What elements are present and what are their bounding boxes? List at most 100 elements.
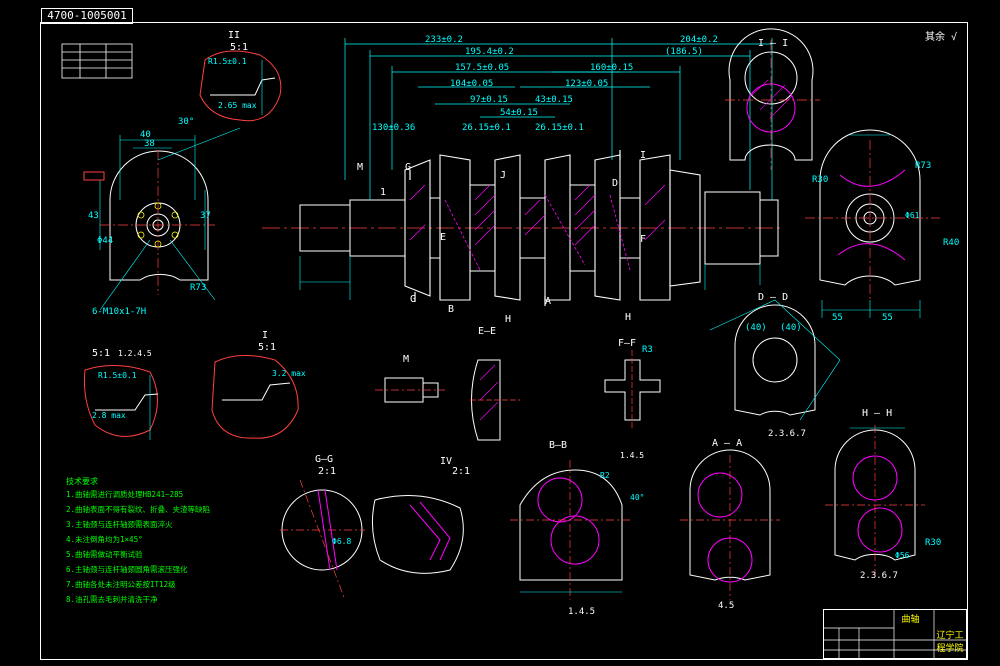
aa-top-note: 1.4.5 <box>620 451 644 460</box>
hh-note: 2.3.6.7 <box>860 571 898 581</box>
dim-37-left: 37 <box>200 211 211 221</box>
dim-40b: (40) <box>745 323 767 333</box>
dim-160: 160±0.15 <box>590 63 633 73</box>
detail-i-scale: 5:1 <box>258 342 276 353</box>
title-block-grid <box>824 610 968 660</box>
dim-55a: 55 <box>832 313 843 323</box>
dim-r3: R3 <box>642 345 653 355</box>
main-crankshaft-view: G G B A H H D M I 1 J E F <box>262 38 780 325</box>
detail-iv-label: IV <box>440 456 452 467</box>
detail-i-label: I <box>262 330 268 341</box>
dim-43: 43±0.15 <box>535 95 573 105</box>
section-1-1 <box>725 28 820 170</box>
svg-text:H: H <box>625 312 631 323</box>
tech-line-6: 6.主轴颈与连杆轴颈圆角需滚压强化 <box>66 564 188 574</box>
section-b-b <box>510 460 630 600</box>
dim-40-left: 40 <box>140 130 151 140</box>
svg-text:F: F <box>640 234 646 245</box>
tech-title: 技术要求 <box>66 476 98 486</box>
right-end-view <box>805 129 940 318</box>
detail-left-scale: 5:1 <box>92 348 110 359</box>
dim-186: (186.5) <box>665 47 703 57</box>
svg-text:D: D <box>612 178 618 189</box>
dim-55b: 55 <box>882 313 893 323</box>
detail-ii <box>199 50 282 122</box>
svg-text:J: J <box>500 170 506 181</box>
svg-text:I: I <box>640 150 646 161</box>
section-g-g <box>280 479 365 601</box>
svg-text:E: E <box>440 232 446 243</box>
detail-left-note: 1.2.4.5 <box>118 349 152 358</box>
detail-ii-label: II <box>228 30 240 41</box>
svg-text:G: G <box>405 162 411 173</box>
dim-r73-left: R73 <box>190 283 206 293</box>
dim-r73-right: R73 <box>915 161 931 171</box>
thread-spec: 6-M10x1-7H <box>92 307 146 317</box>
dim-r15-left: R1.5±0.1 <box>98 371 137 380</box>
roughness-note: 其余 √ <box>925 32 958 43</box>
dim-r30-right: R30 <box>812 175 828 185</box>
sec-a-a-label: A — A <box>712 438 742 449</box>
dim-43-left: 43 <box>88 211 99 221</box>
sec-b-b-label: B—B <box>549 440 567 451</box>
dim-r15-ii: R1.5±0.1 <box>208 57 247 66</box>
sec-d-d-label: D — D <box>758 292 788 303</box>
dim-32max: 3.2 max <box>272 369 306 378</box>
dim-157: 157.5±0.05 <box>455 63 509 73</box>
tech-line-1: 1.曲轴需进行调质处理HB241~285 <box>66 489 183 499</box>
view-m-label: M <box>403 354 409 365</box>
gg-scale: 2:1 <box>318 466 336 477</box>
tech-line-7: 7.曲轴各处未注明公差按IT12级 <box>66 579 176 589</box>
detail-left <box>84 364 159 440</box>
detail-i <box>211 355 299 439</box>
tech-notes: 技术要求 1.曲轴需进行调质处理HB241~285 2.曲轴表面不得有裂纹、折叠… <box>66 476 210 604</box>
svg-text:1: 1 <box>380 187 386 198</box>
left-end-view <box>83 127 241 311</box>
dim-40deg: 40° <box>630 493 644 502</box>
svg-text:B: B <box>448 304 454 315</box>
tech-line-8: 8.油孔需去毛刺并清洗干净 <box>66 594 158 604</box>
aa-note: 4.5 <box>718 601 734 611</box>
dim-130: 130±0.36 <box>372 123 415 133</box>
dim-233: 233±0.2 <box>425 35 463 45</box>
section-h-h <box>825 425 925 580</box>
bb-note: 1.4.5 <box>568 607 595 617</box>
tech-line-3: 3.主轴颈与连杆轴颈需表面淬火 <box>66 519 173 529</box>
dim-r30-hh: R30 <box>925 538 941 548</box>
tech-line-2: 2.曲轴表面不得有裂纹、折叠、夹渣等缺陷 <box>66 504 210 514</box>
sec-1-1-label: I — I <box>758 38 788 49</box>
dim-38-left: 38 <box>144 139 155 149</box>
revision-table <box>61 43 133 79</box>
dim-68: Φ6.8 <box>332 537 351 546</box>
dim-r40-right: R40 <box>943 238 959 248</box>
dim-97: 97±0.15 <box>470 95 508 105</box>
tech-line-5: 5.曲轴需做动平衡试验 <box>66 549 143 559</box>
dim-40c: (40) <box>780 323 802 333</box>
dim-195: 195.4±0.2 <box>465 47 514 57</box>
dim-28max: 2.8 max <box>92 411 126 420</box>
dim-123: 123±0.05 <box>565 79 608 89</box>
sec-g-g-label: G—G <box>315 454 333 465</box>
section-e-e <box>470 359 520 441</box>
section-d-d <box>709 299 841 421</box>
dim-44-left: Φ44 <box>97 236 113 246</box>
section-f-f <box>604 350 661 430</box>
dim-61: Φ61 <box>905 211 920 220</box>
dim-26b: 26.15±0.1 <box>535 123 584 133</box>
svg-text:M: M <box>357 162 363 173</box>
svg-text:G: G <box>410 294 416 305</box>
dd-note: 2.3.6.7 <box>768 429 806 439</box>
detail-iv <box>371 495 464 574</box>
detail-iv-scale: 2:1 <box>452 466 470 477</box>
title-block <box>823 609 968 660</box>
dim-104: 104±0.05 <box>450 79 493 89</box>
dim-30deg-left: 30° <box>178 117 194 127</box>
sec-f-f-label: F—F <box>618 338 636 349</box>
dim-265max: 2.65 max <box>218 101 257 110</box>
detail-ii-scale: 5:1 <box>230 42 248 53</box>
dim-56: Φ56 <box>895 551 910 560</box>
svg-text:H: H <box>505 314 511 325</box>
dim-54: 54±0.15 <box>500 108 538 118</box>
sec-h-h-label: H — H <box>862 408 892 419</box>
